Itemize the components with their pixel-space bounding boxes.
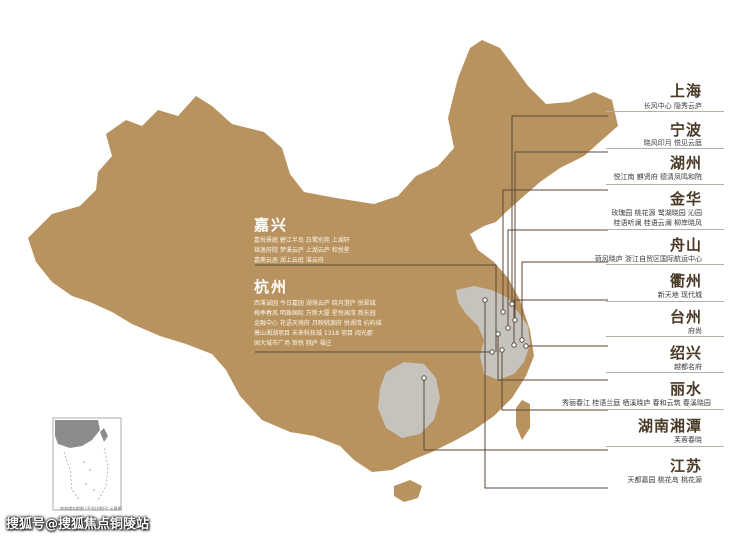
city-huzhou-name: 湖州	[669, 154, 702, 172]
region-hangzhou-row: 萧山湘湖项目 未来科技城 1318 项目 阅光郡	[254, 330, 373, 337]
region-hangzhou-row: 梅季春风 明珠国际 万新大厦 星悦澜湾 燕东园	[254, 310, 376, 317]
region-hangzhou-row: 国大城市广场 琅悦 桃庐 福庄	[254, 340, 332, 347]
separator	[606, 184, 724, 185]
marker-xiangtan	[421, 375, 427, 381]
city-jinhua-projects: 玫瑰园 桃花源 鹭湖晓园 沁园	[611, 209, 702, 217]
city-ningbo-name: 宁波	[669, 121, 702, 139]
city-shanghai-name: 上海	[669, 82, 702, 100]
city-ningbo-projects: 晓风印月 悦见云庭	[643, 139, 702, 147]
city-jiangsu-projects: 天都嘉园 桃花岛 桃花源	[627, 476, 702, 484]
city-shaoxing-name: 绍兴	[669, 344, 702, 362]
marker-zhoushan	[519, 337, 525, 343]
marker-lishui	[499, 347, 505, 353]
city-taizhou-projects: 府尚	[688, 327, 702, 335]
region-jiaxing-name: 嘉兴	[254, 216, 289, 234]
separator	[606, 336, 724, 337]
city-jinhua-name: 金华	[669, 190, 702, 208]
watermark: 搜狐号@搜狐焦点铜陵站	[6, 517, 150, 532]
city-zhoushan-projects: 荷风晓庐 浙江自贸区国际航运中心	[594, 255, 702, 263]
china-mainland	[28, 40, 618, 472]
region-jiaxing-row: 锦逸府院 梦溪云庐 上湖云庐 和悦星	[254, 247, 350, 254]
separator	[606, 111, 724, 112]
south-china-sea-inset	[52, 417, 122, 511]
city-lishui-projects: 秀丽春江 桂语兰庭 栖溪晓庐 春和云筑 春溪晓园	[562, 399, 711, 407]
marker-shaoxing	[523, 343, 529, 349]
city-quzhou-name: 衢州	[669, 272, 702, 290]
city-quzhou-projects: 新天地 现代城	[657, 291, 702, 299]
city-huzhou-projects: 悦江南 麒贤府 德清凤鸣和院	[613, 173, 702, 181]
marker-jiangsu	[482, 297, 488, 303]
city-lishui-name: 丽水	[669, 380, 702, 398]
city-taizhou-name: 台州	[669, 308, 702, 326]
marker-hangzhou	[489, 349, 495, 355]
marker-quzhou	[495, 331, 501, 337]
city-markers	[421, 297, 529, 381]
leader-lines	[255, 115, 608, 489]
region-hangzhou-name: 杭州	[254, 278, 289, 296]
region-hangzhou-row: 西溪诚园 今日嘉园 湖境云庐 晓月澄庐 悦翠城	[254, 300, 376, 307]
separator	[606, 264, 724, 265]
marker-shanghai	[509, 301, 515, 307]
region-jiaxing-row: 嘉悦景庭 碧江半岛 白鹭别苑 上湖轩	[254, 237, 350, 244]
city-xiangtan-name: 湖南湘潭	[637, 417, 702, 435]
region-jiaxing-row: 嘉鹿云居 湖上云庭 湛云府	[254, 257, 324, 264]
marker-ningbo	[512, 317, 518, 323]
marker-huzhou	[500, 309, 506, 315]
city-shanghai-projects: 长风中心 隐秀云庐	[643, 102, 702, 110]
city-shaoxing-projects: 越都名府	[674, 363, 702, 371]
city-jiangsu-name: 江苏	[669, 457, 702, 475]
taiwan-island	[516, 400, 530, 440]
separator	[606, 229, 724, 230]
inset-caption: 南海诸岛附图 (不含比例尺) 示意图	[60, 506, 122, 511]
separator	[606, 409, 724, 410]
city-jinhua-projects: 桂语听澜 桂语云澜 柳岸晓风	[613, 219, 702, 227]
city-zhoushan-name: 舟山	[669, 236, 702, 254]
separator	[606, 372, 724, 373]
separator	[606, 148, 724, 149]
city-xiangtan-projects: 芙蓉春晓	[674, 436, 702, 444]
jiangsu-zhejiang-highlight	[456, 286, 530, 380]
region-hangzhou-row: 金融中心 花语天境府 月映桃源府 悦湖湾 杭屿城	[254, 320, 382, 327]
separator	[606, 446, 724, 447]
marker-jinhua	[505, 325, 511, 331]
hainan-island	[394, 480, 422, 502]
separator	[606, 301, 724, 302]
marker-taizhou	[511, 342, 517, 348]
